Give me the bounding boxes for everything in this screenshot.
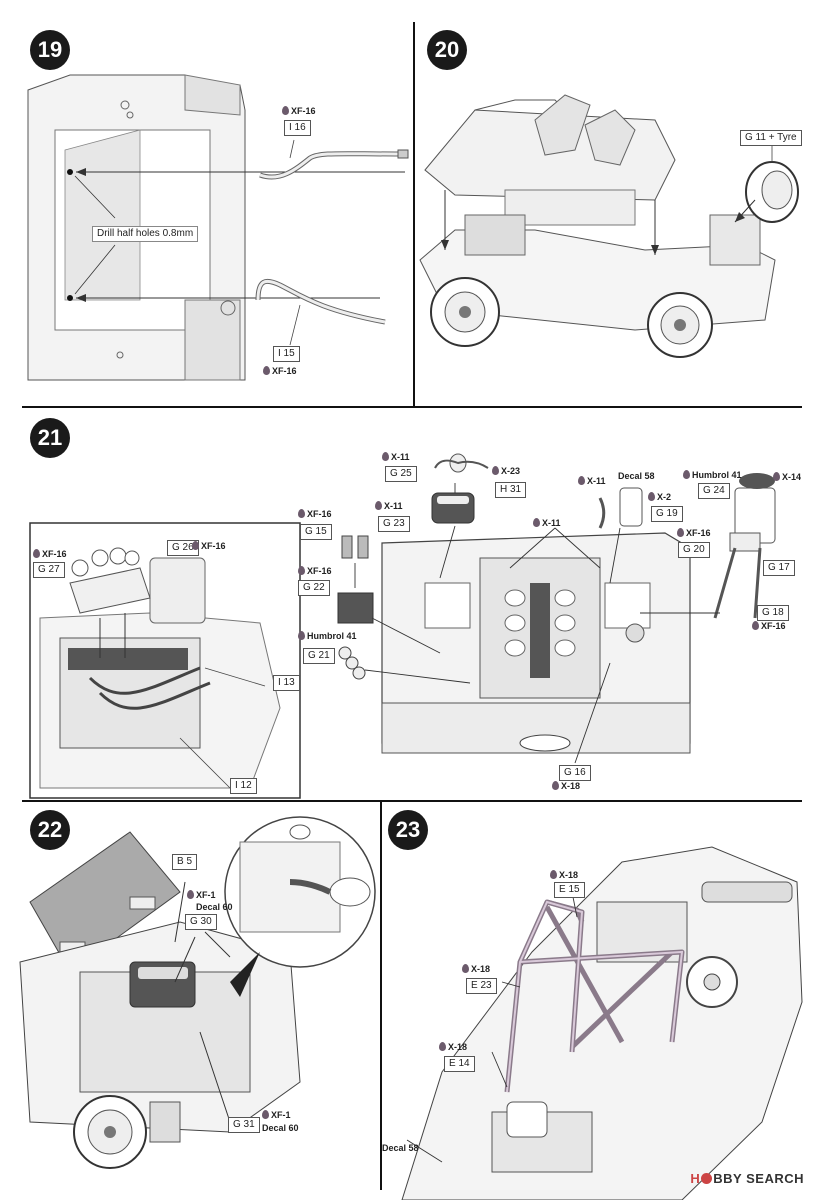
step-21-paint-x23: X-23 xyxy=(492,466,520,477)
step-21-part-g27: G 27 xyxy=(33,562,65,578)
step-19-paint-top: XF-16 xyxy=(282,106,316,117)
step-21-paint-xf16-c: XF-16 xyxy=(677,528,711,539)
step-23-number: 23 xyxy=(388,810,428,850)
step-19-number: 19 xyxy=(30,30,70,70)
step-23-part-e15: E 15 xyxy=(554,882,585,898)
paint-drop-icon xyxy=(752,621,759,630)
paint-drop-icon xyxy=(648,492,655,501)
step-21-paint-x2: X-2 xyxy=(648,492,671,503)
paint-drop-icon xyxy=(192,541,199,550)
step-21-paint-xf16-f: XF-16 xyxy=(33,549,67,560)
step-20-illustration xyxy=(419,94,799,358)
step-23-paint-x18-b: X-18 xyxy=(462,964,490,975)
step-21-part-g22: G 22 xyxy=(298,580,330,596)
paint-drop-icon xyxy=(677,528,684,537)
step-19-part-i16: I 16 xyxy=(284,120,311,136)
step-21-part-g15: G 15 xyxy=(300,524,332,540)
step-23-part-e14: E 14 xyxy=(444,1056,475,1072)
paint-drop-icon xyxy=(282,106,289,115)
paint-drop-icon xyxy=(375,501,382,510)
paint-drop-icon xyxy=(533,518,540,527)
step-23-paint-x18-c: X-18 xyxy=(439,1042,467,1053)
paint-drop-icon xyxy=(262,1110,269,1119)
paint-drop-icon xyxy=(773,472,780,481)
step-21-paint-xf16-a: XF-16 xyxy=(298,509,332,520)
step-21-paint-xf16-d: XF-16 xyxy=(752,621,786,632)
step-23-paint-x18-a: X-18 xyxy=(550,870,578,881)
paint-drop-icon xyxy=(550,870,557,879)
step-23-decal-58: Decal 58 xyxy=(382,1143,419,1153)
step-21-panel: 21 xyxy=(0,408,816,800)
step-21-paint-humbrol-a: Humbrol 41 xyxy=(298,631,357,642)
paint-drop-icon xyxy=(439,1042,446,1051)
step-21-paint-xf16-e: XF-16 xyxy=(192,541,226,552)
step-21-number: 21 xyxy=(30,418,70,458)
step-21-part-g21: G 21 xyxy=(303,648,335,664)
step-21-paint-x18: X-18 xyxy=(552,781,580,792)
step-21-decal-58: Decal 58 xyxy=(618,471,655,481)
paint-drop-icon xyxy=(263,366,270,375)
paint-drop-icon xyxy=(462,964,469,973)
step-23-illustration xyxy=(401,846,803,1200)
paint-drop-icon xyxy=(382,452,389,461)
step-21-part-g24: G 24 xyxy=(698,483,730,499)
step-20-wheel-label: G 11 + Tyre xyxy=(740,130,802,146)
step-21-part-h31: H 31 xyxy=(495,482,527,498)
step-21-paint-x11-b: X-11 xyxy=(375,501,403,512)
step-22-paint-xf1-a: XF-1 xyxy=(187,890,216,901)
step-21-part-i13: I 13 xyxy=(273,675,300,691)
paint-drop-icon xyxy=(187,890,194,899)
step-22-part-g31: G 31 xyxy=(228,1117,260,1133)
step-21-part-g17: G 17 xyxy=(763,560,795,576)
step-20-number: 20 xyxy=(427,30,467,70)
step-22-illustration xyxy=(19,816,376,1169)
step-22-panel: 22 B 5 XF-1 Decal 60 G 30 G 31 XF-1 Deca… xyxy=(0,802,380,1200)
step-21-paint-x11-c: X-11 xyxy=(533,518,561,529)
paint-drop-icon xyxy=(552,781,559,790)
step-22-part-b5: B 5 xyxy=(172,854,198,870)
step-22-decal-a: Decal 60 xyxy=(196,902,233,912)
watermark-o-icon xyxy=(701,1173,713,1184)
step-22-part-g30: G 30 xyxy=(185,914,217,930)
paint-drop-icon xyxy=(33,549,40,558)
step-21-part-g23: G 23 xyxy=(378,516,410,532)
paint-drop-icon xyxy=(492,466,499,475)
paint-drop-icon xyxy=(683,470,690,479)
step-22-paint-xf1-b: XF-1 xyxy=(262,1110,291,1121)
step-19-note: Drill half holes 0.8mm xyxy=(92,226,199,242)
paint-drop-icon xyxy=(298,631,305,640)
step-19-panel: 19 Drill half holes 0.8mm XF-16 I 16 I 1… xyxy=(0,0,413,406)
paint-drop-icon xyxy=(298,566,305,575)
step-21-part-g16: G 16 xyxy=(559,765,591,781)
step-21-part-g18: G 18 xyxy=(757,605,789,621)
step-21-paint-x11-d: X-11 xyxy=(578,476,606,487)
step-23-panel: 23 X-18 E 15 X-18 E 23 X-18 E 14 xyxy=(382,802,816,1200)
step-21-part-g25: G 25 xyxy=(385,466,417,482)
paint-drop-icon xyxy=(298,509,305,518)
step-20-panel: 20 G 11 + Tyre xyxy=(415,0,816,406)
divider-vertical-top xyxy=(413,22,415,408)
step-21-part-g19: G 19 xyxy=(651,506,683,522)
step-21-part-g20: G 20 xyxy=(678,542,710,558)
step-21-paint-x14: X-14 xyxy=(773,472,801,483)
step-22-decal-b: Decal 60 xyxy=(262,1123,299,1133)
step-21-illustration xyxy=(29,453,776,799)
step-23-part-e23: E 23 xyxy=(466,978,497,994)
step-22-number: 22 xyxy=(30,810,70,850)
step-19-part-i15: I 15 xyxy=(273,346,300,362)
step-21-paint-xf16-b: XF-16 xyxy=(298,566,332,577)
step-21-part-i12: I 12 xyxy=(230,778,257,794)
paint-drop-icon xyxy=(578,476,585,485)
step-19-illustration xyxy=(27,74,409,381)
step-21-paint-humbrol-b: Humbrol 41 xyxy=(683,470,742,481)
divider-horizontal-1 xyxy=(22,406,802,408)
divider-vertical-bottom xyxy=(380,800,382,1190)
step-19-paint-bottom: XF-16 xyxy=(263,366,297,377)
divider-horizontal-2 xyxy=(22,800,802,802)
step-21-paint-x11-a: X-11 xyxy=(382,452,410,463)
